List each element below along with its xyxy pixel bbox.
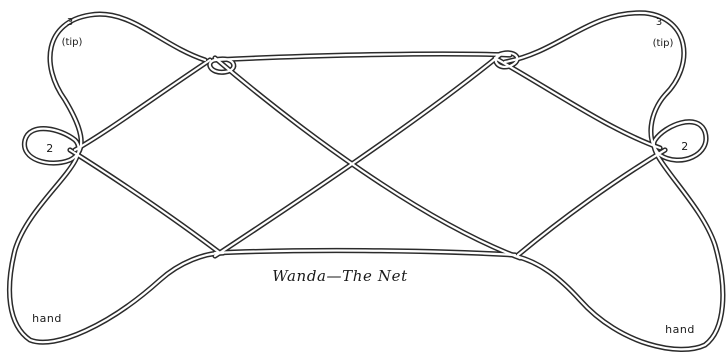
left-x-a-strand-core (75, 60, 210, 150)
strands-core (10, 13, 723, 350)
string-strands (10, 13, 723, 350)
right-finger-2-label: 2 (681, 140, 689, 153)
left-finger-3-tip: (tip) (62, 37, 83, 48)
figure-caption: Wanda—The Net (272, 267, 408, 285)
center-x-b-strand (215, 55, 500, 256)
left-finger-2-label: 2 (46, 142, 54, 155)
right-x-b-strand (518, 150, 665, 255)
right-finger-3-tip: (tip) (653, 38, 674, 49)
left-hand-label: hand (32, 312, 62, 325)
right-hand-label: hand (665, 323, 695, 336)
right-x-a-strand-core (495, 58, 660, 148)
right-finger-3-number: 3 (656, 17, 662, 28)
left-finger-3-number: 3 (67, 17, 73, 28)
